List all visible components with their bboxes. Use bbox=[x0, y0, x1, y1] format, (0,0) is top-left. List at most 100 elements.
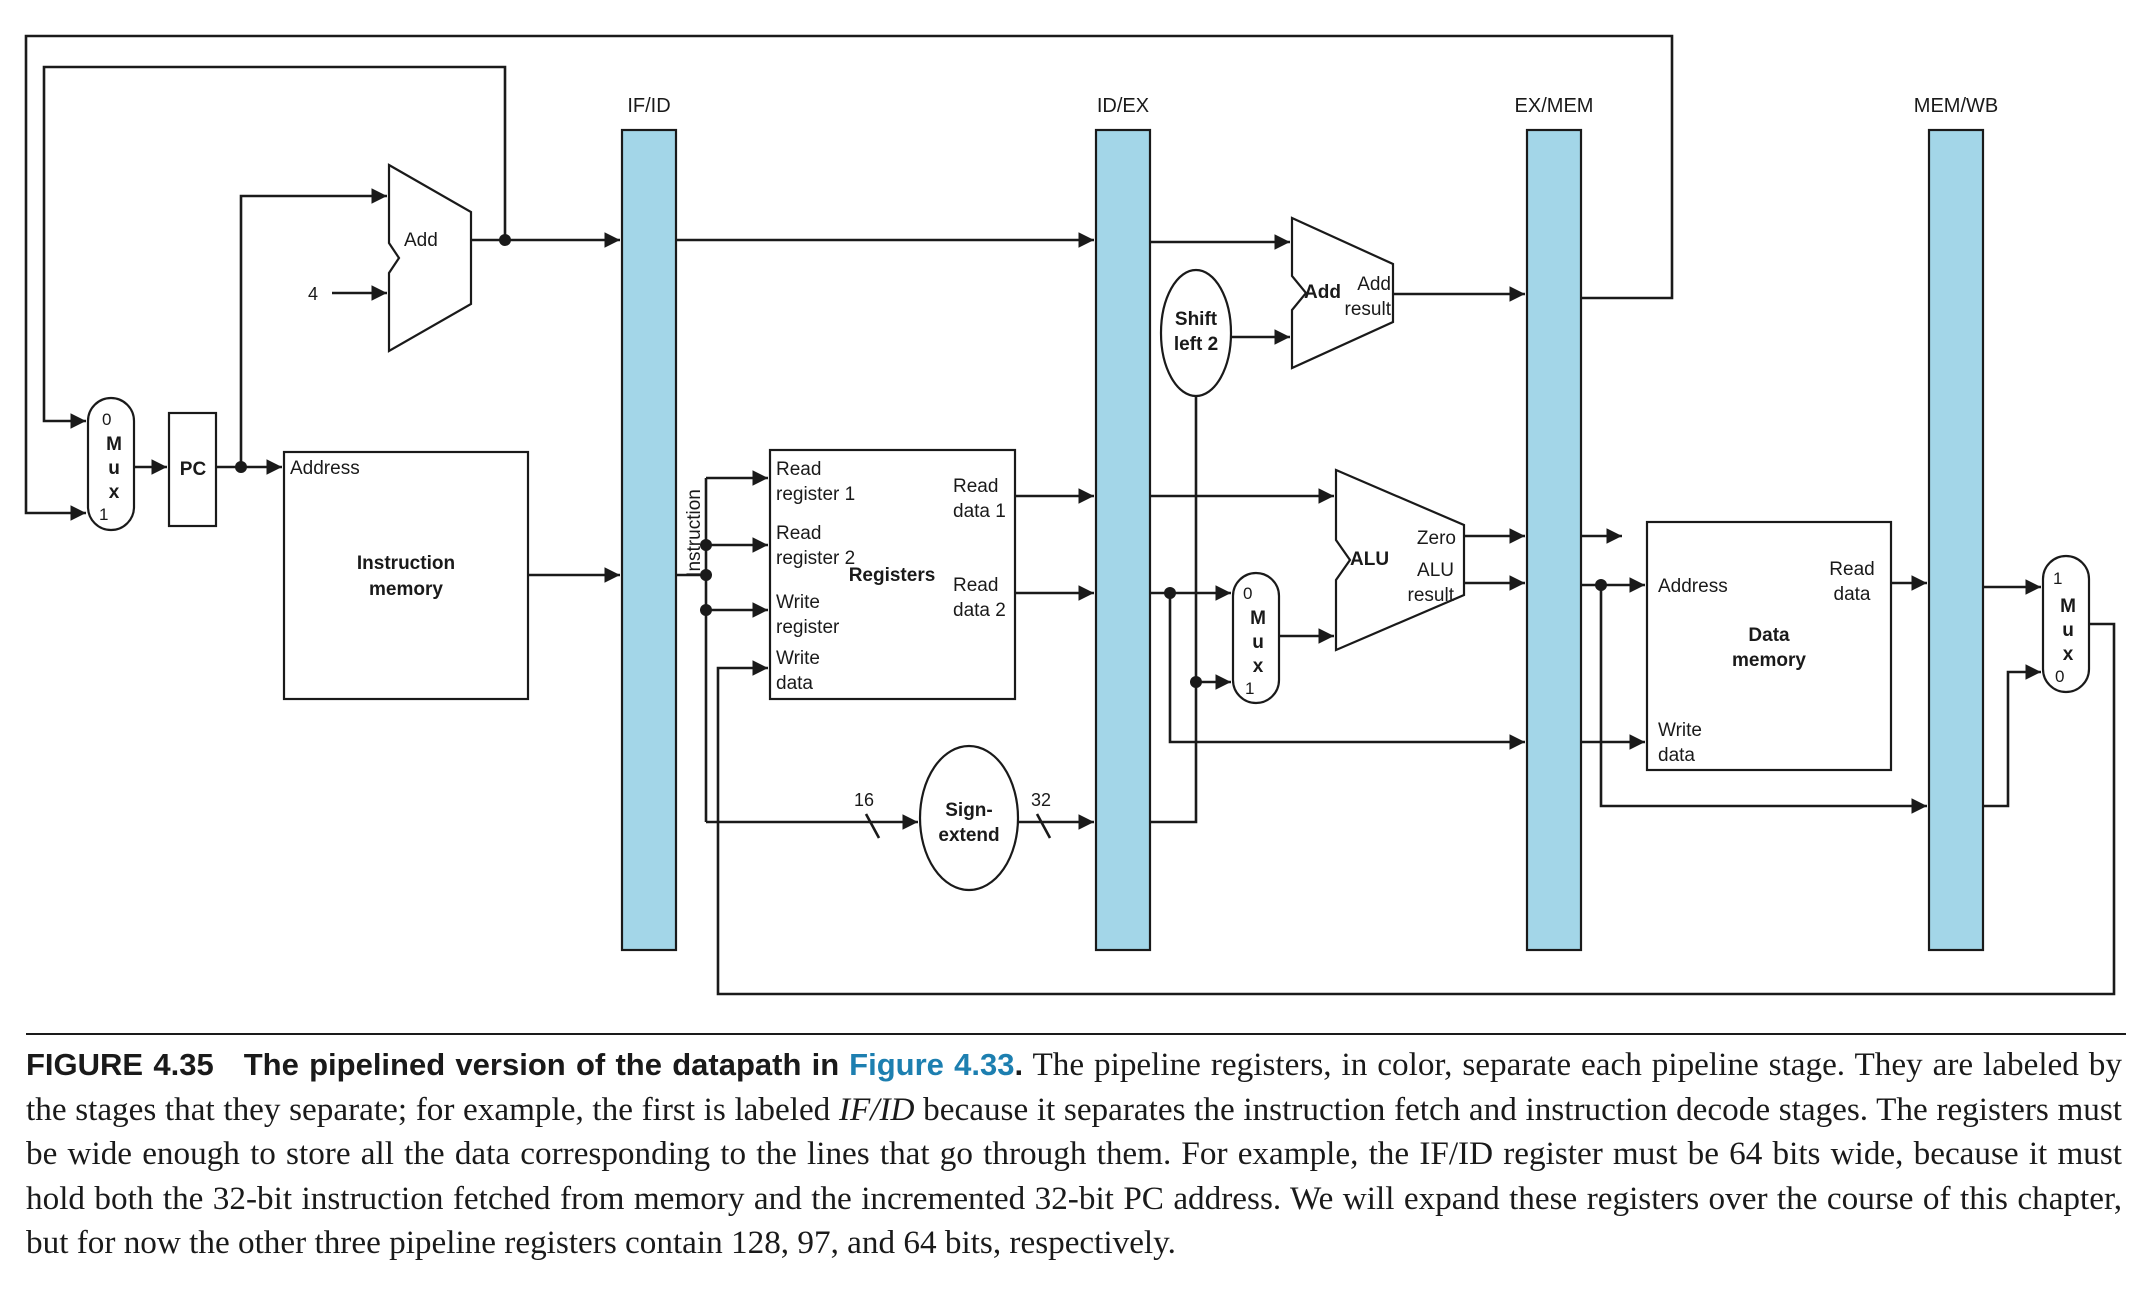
pc-mux-letter-m: M bbox=[106, 434, 122, 455]
constant-four: 4 bbox=[308, 284, 318, 304]
alu-result-line2: result bbox=[1408, 585, 1455, 606]
dmem-read-line2: data bbox=[1834, 584, 1871, 605]
dmem-write-line1: Write bbox=[1658, 720, 1702, 741]
figure-title: The pipelined version of the datapath in bbox=[243, 1047, 840, 1082]
dmem-read-line1: Read bbox=[1829, 559, 1874, 580]
wb-mux-input-1: 1 bbox=[2053, 569, 2062, 588]
alu-result-line1: ALU bbox=[1417, 560, 1454, 581]
ex-mem-register bbox=[1525, 128, 1583, 952]
wire-pc-to-adder bbox=[239, 188, 387, 467]
wire-branch-target-feedback bbox=[24, 34, 1674, 521]
if-id-register bbox=[620, 128, 678, 952]
branch-adder bbox=[1290, 216, 1395, 370]
wire-read-data2-to-exmem bbox=[1168, 593, 1525, 750]
reg-read-register2-l2: register 2 bbox=[776, 548, 855, 569]
pc-mux-letter-u: u bbox=[108, 458, 120, 479]
wb-mux-letter-x: x bbox=[2063, 644, 2074, 665]
junction-pc bbox=[235, 461, 247, 473]
figure-link[interactable]: Figure 4.33 bbox=[849, 1047, 1015, 1082]
reg-write-register-l2: register bbox=[776, 617, 840, 638]
sign-extend-unit bbox=[918, 744, 1020, 892]
branch-adder-label: Add bbox=[1304, 282, 1341, 303]
pc-mux bbox=[86, 396, 136, 532]
width-label-16: 16 bbox=[854, 790, 874, 810]
dmem-address-label: Address bbox=[1658, 576, 1728, 597]
pc-mux-letter-x: x bbox=[109, 482, 120, 503]
mem-wb-label: MEM/WB bbox=[1914, 95, 1998, 117]
registers-title: Registers bbox=[849, 565, 936, 586]
id-ex-label: ID/EX bbox=[1097, 95, 1149, 117]
sign-extend-line2: extend bbox=[938, 825, 999, 846]
width-slash-32 bbox=[1035, 813, 1052, 839]
datapath-wires bbox=[24, 34, 2116, 996]
ex-mem-label: EX/MEM bbox=[1515, 95, 1594, 117]
junction-instr-rr2 bbox=[700, 539, 712, 551]
pc-adder-label: Add bbox=[404, 230, 438, 251]
add-result-line2: result bbox=[1345, 299, 1392, 320]
instruction-memory bbox=[282, 450, 530, 701]
alu-mux-letter-x: x bbox=[1253, 656, 1264, 677]
wire-alu-result-to-memwb bbox=[1599, 585, 1927, 814]
pc-register bbox=[167, 411, 218, 528]
wire-writeback-loop bbox=[716, 622, 2116, 996]
junction-instr-wr bbox=[700, 604, 712, 616]
alu-mux-input-0: 0 bbox=[1243, 584, 1252, 603]
if-id-label: IF/ID bbox=[627, 95, 670, 117]
reg-read-register1-l1: Read bbox=[776, 459, 821, 480]
alu-src-mux bbox=[1231, 571, 1281, 705]
wire-imm-out bbox=[1150, 682, 1198, 824]
add-result-line1: Add bbox=[1357, 274, 1391, 295]
reg-read-data2-l2: data 2 bbox=[953, 600, 1006, 621]
reg-read-data1-l2: data 1 bbox=[953, 501, 1006, 522]
reg-read-register2-l1: Read bbox=[776, 523, 821, 544]
imem-address-label: Address bbox=[290, 458, 360, 479]
junction-imm bbox=[1190, 676, 1202, 688]
width-label-32: 32 bbox=[1031, 790, 1051, 810]
caption-text-part2: because it separates the instruction fet… bbox=[26, 1090, 2123, 1262]
wb-mux-input-0: 0 bbox=[2055, 667, 2064, 686]
wb-mux-letter-u: u bbox=[2062, 620, 2074, 641]
junction-pc4 bbox=[499, 234, 511, 246]
instruction-bus-label: Instruction bbox=[684, 489, 705, 577]
alu-zero-label: Zero bbox=[1417, 528, 1456, 549]
reg-write-data-l2: data bbox=[776, 673, 813, 694]
id-ex-register bbox=[1094, 128, 1152, 952]
wire-pc-plus4-feedback bbox=[42, 65, 507, 429]
mem-wb-register bbox=[1927, 128, 1985, 952]
register-file bbox=[768, 448, 1017, 701]
alu-mux-letter-u: u bbox=[1252, 632, 1264, 653]
data-memory bbox=[1645, 520, 1893, 772]
wire-memwb-alu-result bbox=[1983, 664, 2041, 808]
shift-line2: left 2 bbox=[1174, 334, 1218, 355]
reg-read-register1-l2: register 1 bbox=[776, 484, 855, 505]
shift-left-2-unit bbox=[1159, 268, 1233, 398]
pc-adder bbox=[387, 163, 473, 353]
reg-read-data2-l1: Read bbox=[953, 575, 998, 596]
reg-write-data-l1: Write bbox=[776, 648, 820, 669]
junction-instr-main bbox=[700, 569, 712, 581]
alu-mux-input-1: 1 bbox=[1245, 679, 1254, 698]
caption-divider bbox=[26, 1033, 2126, 1035]
wb-mux-letter-m: M bbox=[2060, 596, 2076, 617]
pc-mux-input-0: 0 bbox=[102, 410, 111, 429]
junction-read-data2 bbox=[1164, 587, 1176, 599]
sign-extend-line1: Sign- bbox=[945, 800, 993, 821]
width-slash-16 bbox=[864, 813, 881, 839]
figure-title-period: . bbox=[1014, 1047, 1024, 1082]
imem-title-line2: memory bbox=[369, 579, 443, 600]
figure-number: FIGURE 4.35 bbox=[26, 1047, 214, 1082]
imem-title-line1: Instruction bbox=[357, 553, 455, 574]
caption-text-part1: The pipeline registers, in color, separa… bbox=[26, 1046, 2122, 1128]
caption-italic-term: IF/ID bbox=[838, 1090, 915, 1128]
dmem-title-line2: memory bbox=[1732, 650, 1806, 671]
pc-label: PC bbox=[180, 459, 207, 480]
wire-junctions bbox=[235, 234, 1607, 688]
pc-mux-input-1: 1 bbox=[99, 505, 108, 524]
shift-line1: Shift bbox=[1175, 309, 1218, 330]
junction-alu-result bbox=[1595, 579, 1607, 591]
dmem-write-line2: data bbox=[1658, 745, 1695, 766]
reg-write-register-l1: Write bbox=[776, 592, 820, 613]
reg-read-data1-l1: Read bbox=[953, 476, 998, 497]
pipelined-datapath-diagram: IF/ID ID/EX EX/MEM MEM/WB 0 M u x 1 PC A… bbox=[24, 34, 2116, 996]
alu-label: ALU bbox=[1350, 549, 1389, 570]
